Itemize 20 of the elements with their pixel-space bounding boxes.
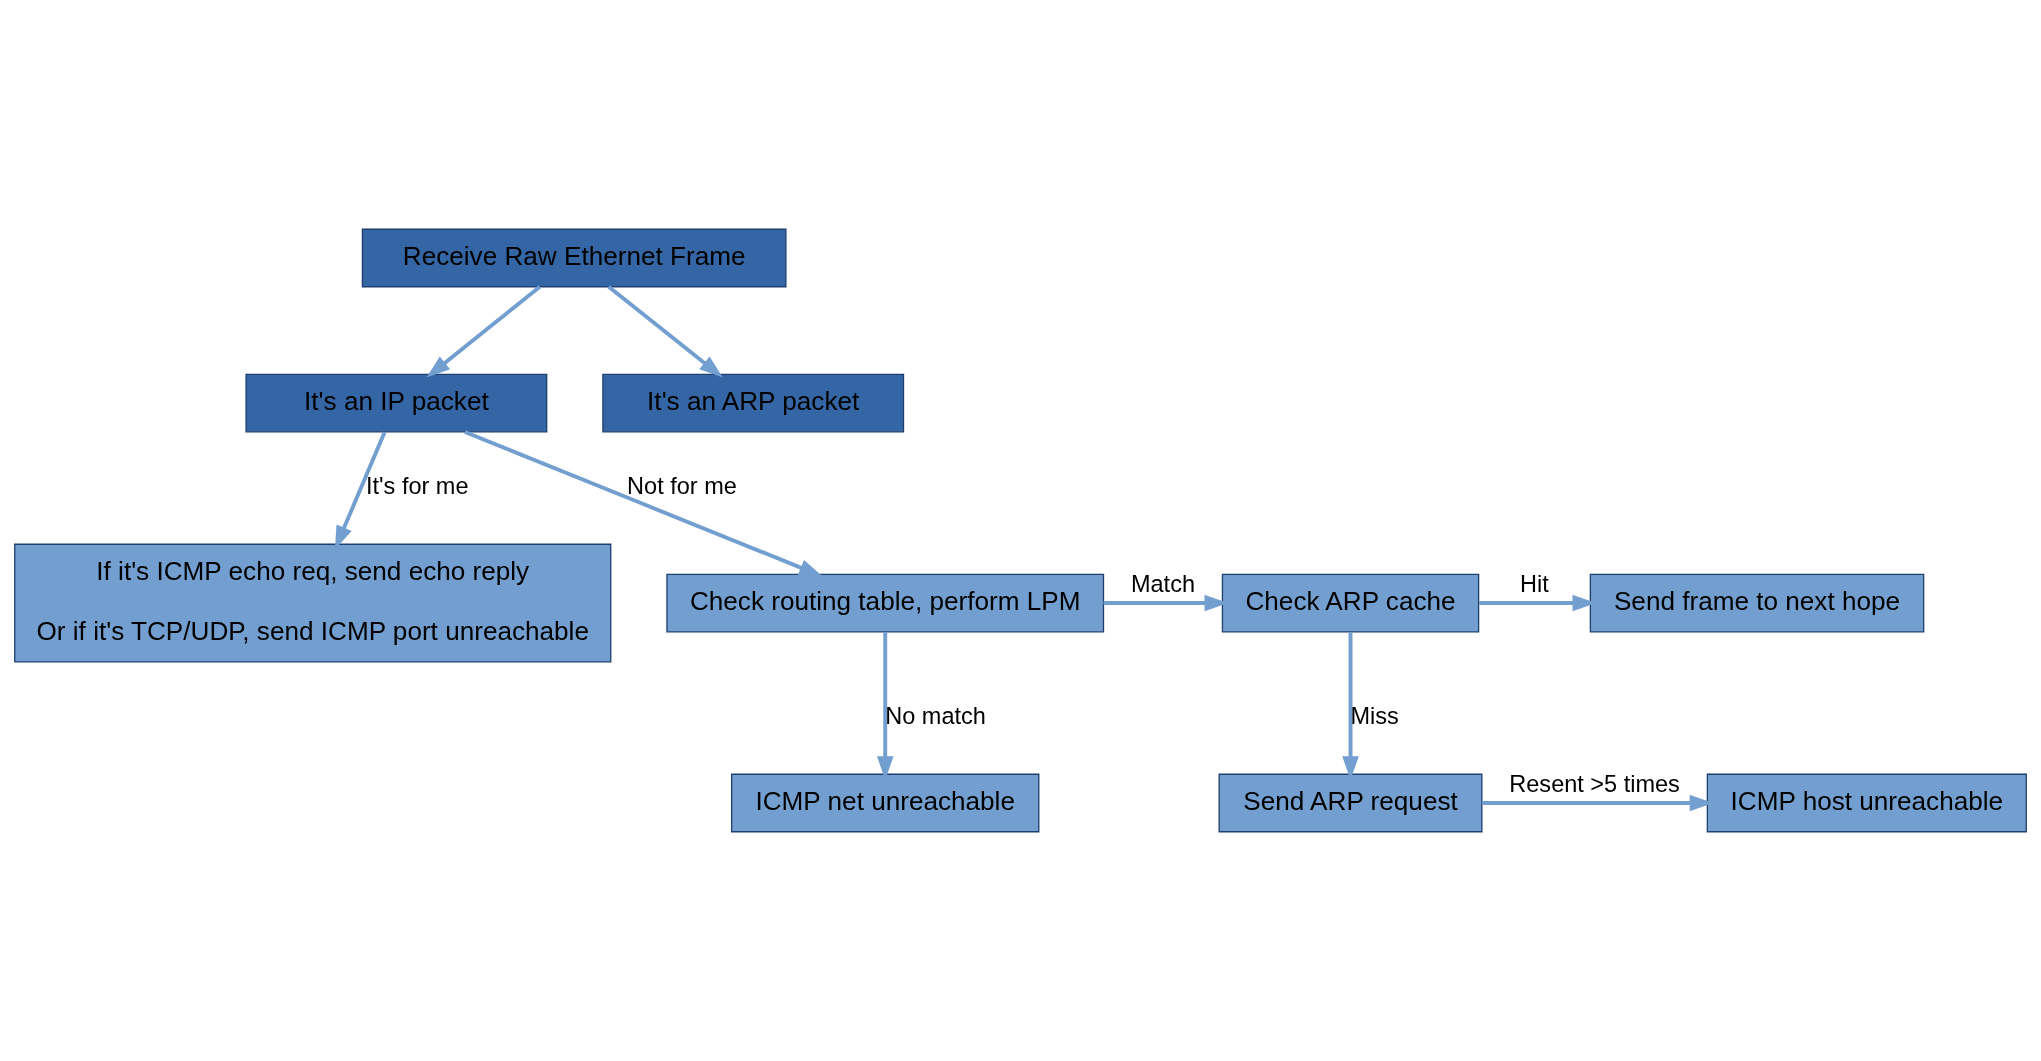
node-box: ICMP net unreachable [731,773,1040,833]
edge-label: No match [885,702,986,729]
node-box: If it's ICMP echo req, send echo reply Or if it's TCP/UDP, send ICMP port unreachable [14,543,612,663]
arrow [426,285,542,378]
edge-label: It's for me [366,472,469,499]
arrow [607,285,723,378]
node-box: Check routing table, perform LPM [666,573,1105,633]
node-box: Send ARP request [1218,773,1483,833]
node-box: Receive Raw Ethernet Frame [361,228,787,288]
node-box: Send frame to next hope [1589,573,1925,633]
edge-label: Match [1130,570,1195,597]
edge-label: Resent >5 times [1509,770,1680,797]
edge-label: Not for me [627,472,737,499]
edge-label: Hit [1520,570,1549,597]
node-box: ICMP host unreachable [1706,773,2027,833]
arrow [464,430,823,577]
edge-label: Miss [1350,702,1399,729]
node-box: It's an IP packet [245,373,548,433]
node-box: Check ARP cache [1221,573,1480,633]
node-box: It's an ARP packet [602,373,905,433]
